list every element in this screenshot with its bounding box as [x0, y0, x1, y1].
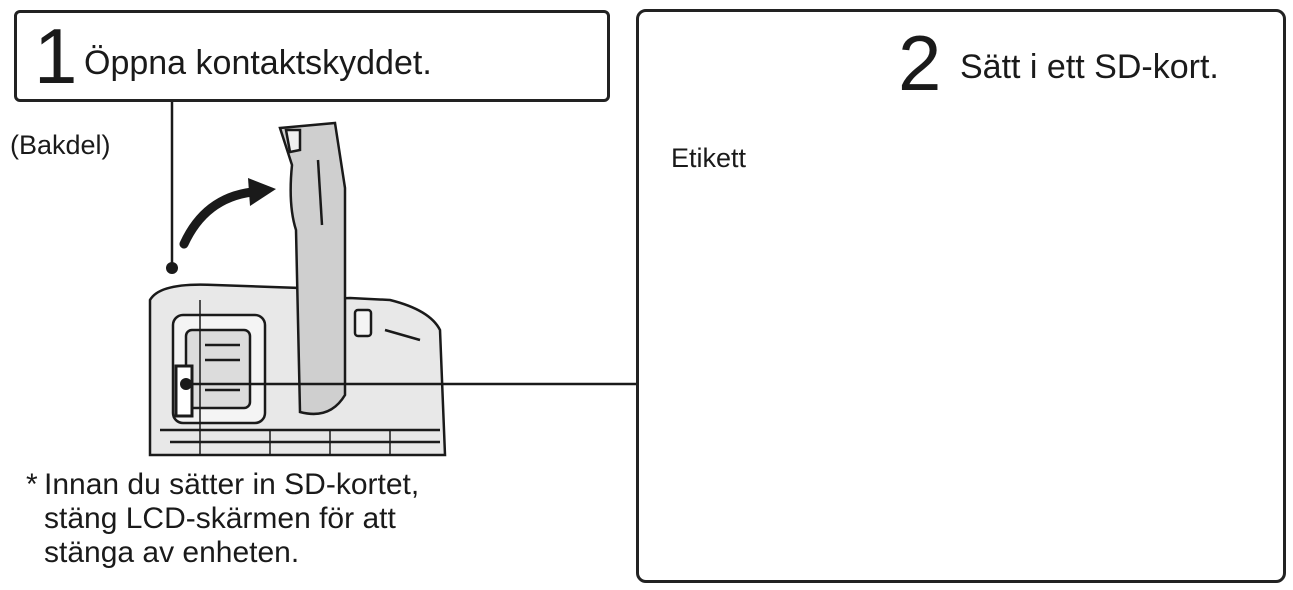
step1-number: 1 — [34, 12, 78, 100]
note-line-1: Innan du sätter in SD-kortet, — [44, 468, 420, 501]
camera-rear-illustration — [148, 283, 447, 457]
step2-panel — [636, 9, 1286, 583]
open-arrow — [179, 178, 276, 249]
note-line-3: stänga av enheten. — [44, 536, 300, 569]
sd-label-callout: Etikett — [671, 143, 747, 173]
leader-dot-slot — [180, 378, 192, 390]
rear-label: (Bakdel) — [10, 130, 111, 160]
open-connector-cover-left — [278, 121, 347, 416]
step2-number: 2 — [898, 19, 942, 107]
step1-box — [14, 10, 610, 102]
step2-instruction: Sätt i ett SD-kort. — [960, 48, 1219, 86]
step1-instruction: Öppna kontaktskyddet. — [84, 44, 432, 82]
note-line-2: stäng LCD-skärmen för att — [44, 502, 396, 535]
note-asterisk: * — [26, 468, 38, 501]
leader-dot-cover — [166, 262, 178, 274]
